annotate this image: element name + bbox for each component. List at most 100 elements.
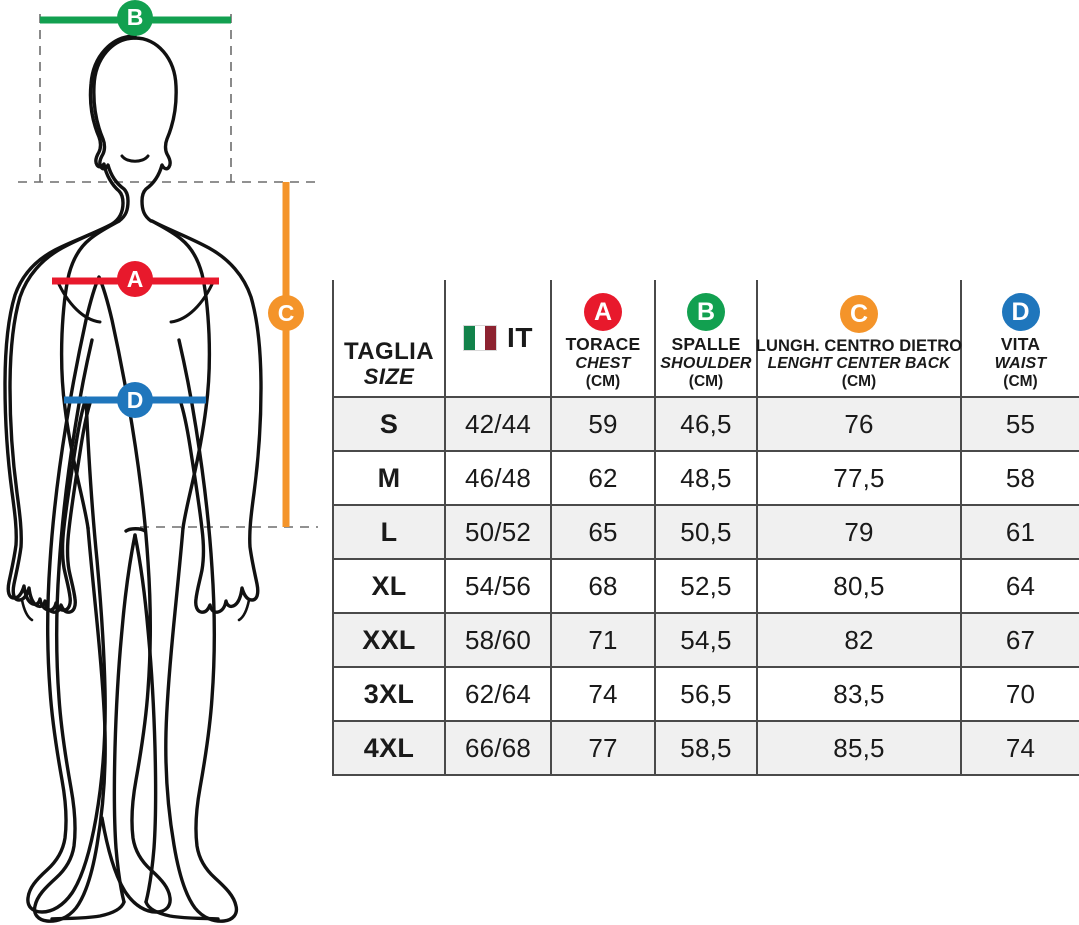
cell-waist: 58 [960, 450, 1079, 506]
right-torso-contour [150, 219, 212, 530]
left-arm-contour [8, 219, 121, 614]
badge-a-circle [117, 261, 153, 297]
cell-size: M [332, 450, 446, 506]
table-row: M 46/48 62 48,5 77,5 58 [332, 450, 1079, 506]
badge-a-letter: A [127, 266, 144, 292]
body-figure-panel: B A D C [0, 0, 330, 925]
badge-b-icon: B [687, 293, 725, 332]
cell-it: 42/44 [444, 396, 552, 452]
cell-waist: 55 [960, 396, 1079, 452]
cell-chest: 74 [550, 666, 656, 722]
size-chart-table: TAGLIA SIZE IT [332, 280, 1079, 776]
cell-it: 66/68 [444, 720, 552, 776]
left-foot-top [50, 900, 126, 921]
cell-shoulder: 58,5 [654, 720, 758, 776]
header-cell-chest: A TORACE CHEST (CM) [550, 280, 656, 398]
header-back-unit: (CM) [841, 372, 877, 390]
right-leg-contour [164, 338, 239, 923]
body-figure-svg: B A D C [3, 0, 318, 923]
marker-d-waist: D [64, 382, 206, 418]
header-row: TAGLIA SIZE IT [332, 280, 1079, 398]
badge-b-circle [117, 0, 153, 36]
cell-waist: 74 [960, 720, 1079, 776]
badge-c-icon: C [840, 294, 878, 333]
header-shoulder-unit: (CM) [688, 372, 724, 390]
right-foot-top [144, 900, 220, 921]
cell-waist: 70 [960, 666, 1079, 722]
cell-back: 79 [756, 504, 962, 560]
header-waist-it: VITA [1000, 334, 1041, 355]
cell-size: XXL [332, 612, 446, 668]
cell-back: 80,5 [756, 558, 962, 614]
body-silhouette-left [3, 34, 172, 914]
right-arm-contour [150, 219, 263, 614]
right-hand-detail [237, 598, 251, 622]
body-outline [3, 34, 172, 914]
marker-b-shoulder: B [40, 0, 231, 36]
header-chest-it: TORACE [565, 334, 641, 355]
cell-waist: 64 [960, 558, 1079, 614]
cell-chest: 77 [550, 720, 656, 776]
cell-it: 62/64 [444, 666, 552, 722]
header-waist-unit: (CM) [1003, 372, 1038, 390]
cell-size: 4XL [332, 720, 446, 776]
header-it-label: IT [507, 322, 533, 353]
cell-back: 76 [756, 396, 962, 452]
cell-chest: 59 [550, 396, 656, 452]
head-left-contour [92, 36, 137, 223]
cell-back: 85,5 [756, 720, 962, 776]
header-back-it: LUNGH. CENTRO DIETRO [755, 336, 963, 355]
left-torso-contour [59, 219, 121, 530]
badge-d-circle [117, 382, 153, 418]
cell-back: 82 [756, 612, 962, 668]
cell-back: 83,5 [756, 666, 962, 722]
table-row: L 50/52 65 50,5 79 61 [332, 504, 1079, 560]
right-pectoral-curve [169, 278, 216, 324]
header-back-en: LENGHT CENTER BACK [767, 355, 951, 373]
cell-shoulder: 56,5 [654, 666, 758, 722]
cell-it: 50/52 [444, 504, 552, 560]
cell-waist: 67 [960, 612, 1079, 668]
table-row: 3XL 62/64 74 56,5 83,5 70 [332, 666, 1079, 722]
cell-size: 3XL [332, 666, 446, 722]
badge-d-letter: D [127, 387, 144, 413]
header-cell-size: TAGLIA SIZE [332, 280, 446, 398]
badge-c-letter: C [278, 300, 295, 326]
flag-stripe-green [464, 326, 475, 350]
header-shoulder-en: SHOULDER [660, 354, 752, 372]
header-cell-center-back: C LUNGH. CENTRO DIETRO LENGHT CENTER BAC… [755, 280, 963, 398]
table-row: XL 54/56 68 52,5 80,5 64 [332, 558, 1079, 614]
cell-chest: 65 [550, 504, 656, 560]
size-chart-container: TAGLIA SIZE IT [332, 280, 1079, 776]
cell-size: S [332, 396, 446, 452]
table-header: TAGLIA SIZE IT [332, 280, 1079, 398]
cell-shoulder: 52,5 [654, 558, 758, 614]
header-waist-en: WAIST [994, 354, 1047, 372]
marker-a-chest: A [52, 261, 219, 297]
left-hand-detail [20, 598, 34, 622]
left-inner-leg [112, 533, 137, 904]
cell-it: 46/48 [444, 450, 552, 506]
cell-waist: 61 [960, 504, 1079, 560]
cell-size: L [332, 504, 446, 560]
cell-chest: 62 [550, 450, 656, 506]
head-right-contour [133, 36, 178, 223]
badge-b-letter: B [127, 4, 144, 30]
body-figure-shape [8, 36, 263, 923]
table-row: XXL 58/60 71 54,5 82 67 [332, 612, 1079, 668]
header-size-en: SIZE [363, 364, 415, 390]
header-shoulder-it: SPALLE [671, 334, 741, 355]
flag-stripe-white [474, 326, 486, 350]
cell-chest: 71 [550, 612, 656, 668]
cell-shoulder: 48,5 [654, 450, 758, 506]
left-leg-contour [32, 338, 107, 923]
table-body: S 42/44 59 46,5 76 55 M 46/48 62 48,5 77… [332, 396, 1079, 776]
left-pectoral-curve [55, 278, 102, 324]
right-inner-leg [133, 533, 158, 904]
table-row: 4XL 66/68 77 58,5 85,5 74 [332, 720, 1079, 776]
header-chest-unit: (CM) [585, 372, 621, 390]
header-cell-it: IT [444, 280, 552, 398]
marker-c-center-back: C [268, 182, 304, 527]
header-cell-waist: D VITA WAIST (CM) [960, 280, 1079, 398]
crotch-line [124, 527, 147, 533]
